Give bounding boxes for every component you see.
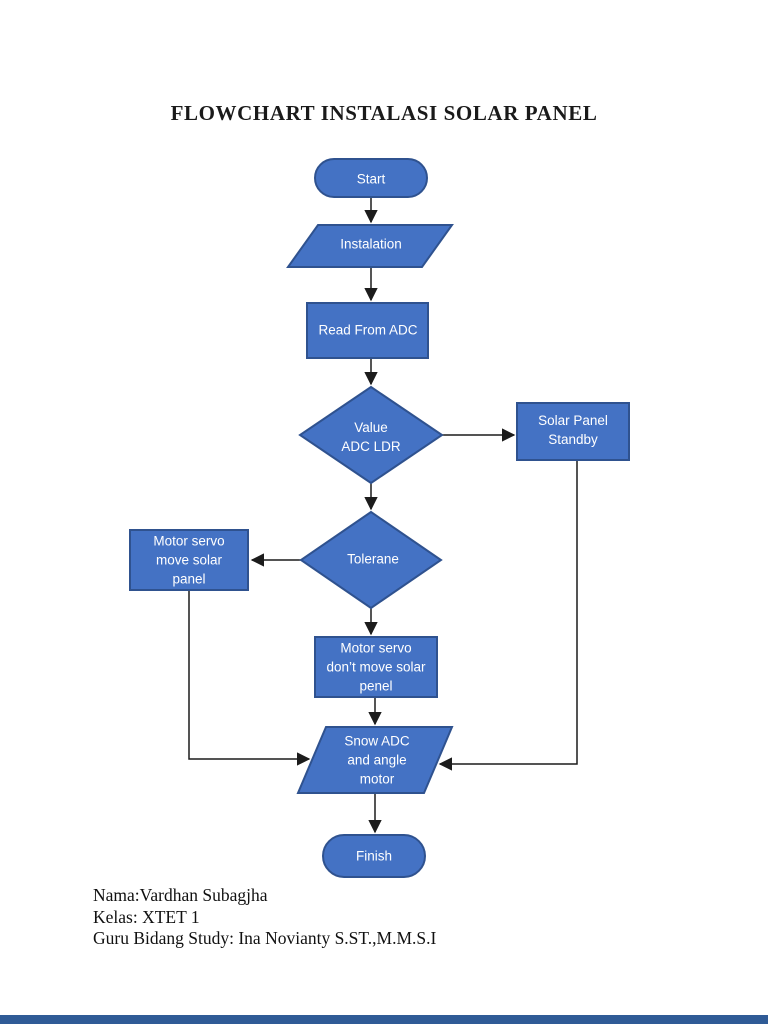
tolerane-decision-shape [299,510,443,610]
footer-line-kelas: Kelas: XTET 1 [93,906,200,927]
read-from-adc-node-shape [306,302,429,359]
page-title: FLOWCHART INSTALASI SOLAR PANEL [170,101,598,125]
value-adc-ldr-decision-shape [298,385,444,485]
motor-servo-move-node-shape [129,529,249,591]
footer-line-guru: Guru Bidang Study: Ina Novianty S.ST.,M.… [93,928,437,948]
solar-panel-standby-node-shape [516,402,630,461]
footer-line-nama: Nama:Vardhan Subagjha [93,885,268,905]
motor-servo-dont-move-node-shape [314,636,438,698]
instalation-node-shape [286,224,454,268]
finish-node-shape [322,834,426,878]
start-node-shape [314,158,428,198]
footer-bar [0,1015,768,1024]
snow-adc-node-shape [296,726,454,794]
footer-identity-block: Nama:Vardhan Subagjha Kelas: XTET 1 Guru… [93,885,436,950]
connector-motor-move-to-snow [188,590,311,766]
connector-solar-to-snow [438,461,578,771]
